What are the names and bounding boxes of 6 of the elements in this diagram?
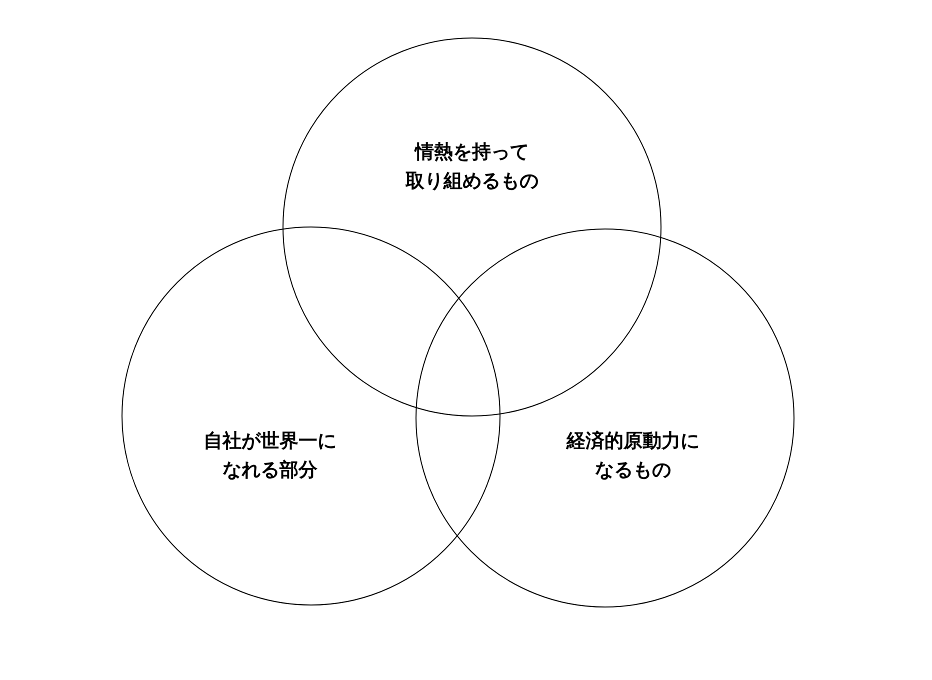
circle-label: 情熱を持って取り組めるもの <box>406 140 538 194</box>
circle-label: 自社が世界一になれる部分 <box>204 429 336 483</box>
circle-label: 経済的原動力になるもの <box>566 429 700 483</box>
venn-circle <box>122 227 500 605</box>
venn-circle <box>416 229 794 607</box>
venn-circle <box>283 38 661 416</box>
